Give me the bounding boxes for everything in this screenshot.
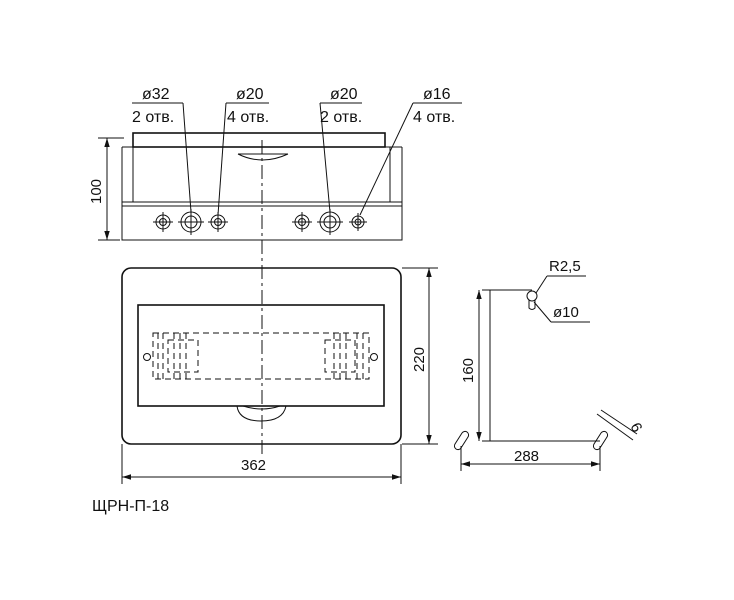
cover-strip — [132, 132, 386, 148]
hole-label-2-count: 4 отв. — [227, 109, 269, 126]
model-name: ЩРН-П-18 — [92, 498, 170, 515]
handle-top — [237, 153, 289, 161]
hole-leaders — [132, 102, 462, 216]
front-view — [121, 267, 438, 484]
keyhole — [526, 290, 538, 310]
screw-left — [143, 353, 151, 361]
handle-front — [236, 405, 287, 422]
dim-mount-height: 160 — [460, 358, 477, 383]
hole-label-1-diameter: ø32 — [142, 86, 170, 103]
dim-keyhole-diameter: ø10 — [553, 304, 579, 321]
hole-label-1-count: 2 отв. — [132, 109, 174, 126]
dim-height-side: 100 — [88, 179, 105, 204]
front-frame — [121, 267, 402, 445]
mounting-diagram — [453, 275, 638, 471]
hole-label-3-diameter: ø20 — [330, 86, 358, 103]
dim-keyhole-radius: R2,5 — [549, 258, 581, 275]
hole-label-4-diameter: ø16 — [423, 86, 451, 103]
front-window — [137, 304, 385, 407]
dim-mount-width: 288 — [514, 448, 539, 465]
hole-label-2-diameter: ø20 — [236, 86, 264, 103]
dim-height-front: 220 — [411, 347, 428, 372]
hole-label-4-count: 4 отв. — [413, 109, 455, 126]
screw-right — [370, 353, 378, 361]
dim-width-front: 362 — [241, 457, 266, 474]
slot-right — [592, 430, 609, 451]
knockout-holes — [153, 209, 367, 235]
top-view — [98, 102, 462, 241]
hole-label-3-count: 2 отв. — [320, 109, 362, 126]
slot-left — [453, 430, 470, 451]
